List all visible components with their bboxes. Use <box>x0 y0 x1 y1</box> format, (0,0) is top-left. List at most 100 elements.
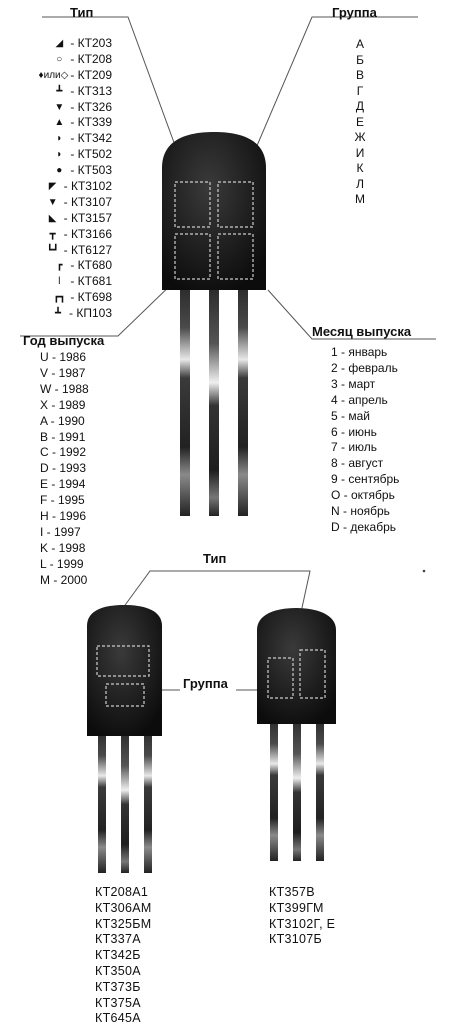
type-code-item: ▼- КТ326 <box>26 100 112 116</box>
group-letter: Л <box>356 176 364 191</box>
type-code-item: ┻ - КП103 <box>26 306 112 322</box>
leader-line-type <box>42 16 177 149</box>
month-code-item: 3 - март <box>331 376 376 391</box>
type-code-label: - КП103 <box>69 306 112 321</box>
type-marker-icon: ◢ <box>55 38 64 49</box>
bottom-left-type-item: КТ350А <box>95 963 141 978</box>
bottom-right-transistor <box>257 608 336 861</box>
type-code-label: - КТ3157 <box>63 210 112 225</box>
type-code-label: - КТ502 <box>70 147 112 162</box>
bottom-left-type-item: КТ645А <box>95 1011 141 1026</box>
month-code-item: 2 - февраль <box>331 360 398 375</box>
type-marker-icon: ● <box>56 165 63 177</box>
type-code-label: - КТ681 <box>70 274 112 289</box>
type-marker-icon: ǀ <box>58 276 61 288</box>
type-code-item: ┻ - КТ313 <box>26 84 112 100</box>
type-code-label: - КТ339 <box>70 115 112 130</box>
top-transistor <box>162 132 266 516</box>
year-code-item: X - 1989 <box>40 397 86 412</box>
type-marker-icon: ▲ <box>54 117 65 129</box>
bottom-right-type-item: КТ3102Г, Е <box>269 916 336 931</box>
year-code-item: C - 1992 <box>40 445 87 460</box>
type-code-label: - КТ208 <box>70 51 112 66</box>
type-code-item: ● - КТ503 <box>26 163 112 179</box>
year-code-item: H - 1996 <box>40 509 87 524</box>
year-code-item: M - 2000 <box>40 572 88 587</box>
bottom-right-transistor-leads <box>270 718 324 861</box>
bottom-left-type-item: КТ306АМ <box>95 900 152 915</box>
type-marker-icon: ▼ <box>47 196 58 208</box>
month-code-item: 6 - июнь <box>331 424 377 439</box>
top-leader-lines <box>20 16 436 340</box>
type-code-item: ♦или◇- КТ209 <box>26 68 112 84</box>
leader-line-month <box>267 289 436 340</box>
type-code-label: - КТ313 <box>70 83 112 98</box>
leader-line-bottom-type <box>119 570 311 618</box>
type-code-label: - КТ203 <box>70 36 112 50</box>
top-transistor-marking-boxes <box>174 181 254 280</box>
type-marker-icon: ◣ <box>48 212 57 224</box>
type-list: ◢- КТ203○- КТ208♦или◇- КТ209┻- КТ313▼- К… <box>26 36 112 322</box>
top-transistor-leads <box>180 286 248 516</box>
type-marker-icon: ┻ <box>56 85 63 97</box>
year-code-item: K - 1998 <box>40 540 86 555</box>
type-code-label: - КТ342 <box>70 131 112 146</box>
type-code-item: ┳ - КТ3166 <box>26 227 112 243</box>
bottom-left-type-item: КТ208А1 <box>95 885 149 899</box>
type-code-label: - КТ3107 <box>63 194 112 209</box>
bottom-left-transistor-body <box>87 605 162 736</box>
type-code-item: ǀ - КТ681 <box>26 274 112 290</box>
type-code-item: ◗ - КТ502 <box>26 147 112 163</box>
type-code-item: ◗- КТ342 <box>26 131 112 147</box>
group-letter: Д <box>355 99 365 113</box>
leader-line-year <box>20 277 179 337</box>
year-heading: Год выпуска <box>23 333 105 348</box>
top-transistor-body <box>162 132 266 290</box>
group-letter: М <box>355 192 365 206</box>
bottom-left-transistor <box>87 605 162 873</box>
type-heading: Тип <box>70 5 94 20</box>
type-code-item: ◤- КТ3102 <box>26 179 112 195</box>
year-code-item: F - 1995 <box>40 493 85 508</box>
type-code-label: - КТ3166 <box>63 226 112 241</box>
year-code-item: V - 1987 <box>40 365 86 380</box>
type-code-item: ┏┓- КТ698 <box>26 290 112 306</box>
type-marker-icon: ◗ <box>56 149 63 161</box>
group-letter: К <box>356 161 364 175</box>
month-code-item: N - ноябрь <box>331 504 390 519</box>
year-code-item: W - 1988 <box>40 381 89 396</box>
bottom-group-heading: Группа <box>183 676 228 691</box>
bottom-right-type-item: КТ3107Б <box>269 932 323 947</box>
bottom-left-type-item: КТ375А <box>95 995 141 1010</box>
type-code-item: ◣ - КТ3157 <box>26 211 112 227</box>
type-marker-icon: ♦или◇ <box>38 69 69 81</box>
type-marker-icon: ┳ <box>49 228 56 240</box>
type-code-label: - КТ209 <box>70 67 112 82</box>
type-code-label: - КТ698 <box>70 290 112 305</box>
year-code-item: L - 1999 <box>40 556 84 571</box>
month-heading: Месяц выпуска <box>312 324 412 339</box>
bottom-left-type-item: КТ337А <box>95 932 141 947</box>
type-marker-icon: ┗┛ <box>46 244 59 256</box>
type-code-label: - КТ680 <box>70 258 112 273</box>
month-code-item: 9 - сентябрь <box>331 472 400 487</box>
type-code-item: ┏ - КТ680 <box>26 258 112 274</box>
month-code-item: 7 - июль <box>331 440 378 455</box>
type-marker-icon: ○ <box>56 53 63 65</box>
group-letter: И <box>355 145 365 160</box>
group-heading: Группа <box>332 5 377 20</box>
month-code-item: 4 - апрель <box>331 392 388 407</box>
type-marker-icon: ┻ <box>55 308 62 320</box>
type-code-label: - КТ6127 <box>63 242 112 257</box>
type-marker-icon: ┏ <box>56 260 63 272</box>
group-letter: Г <box>356 83 364 98</box>
group-letter: Ж <box>354 130 366 144</box>
type-code-label: - КТ503 <box>70 163 112 178</box>
year-code-item: U - 1986 <box>40 350 87 364</box>
bottom-left-type-item: КТ342Б <box>95 948 141 963</box>
group-letter: Б <box>356 52 364 67</box>
bottom-left-marking-boxes <box>96 645 150 707</box>
